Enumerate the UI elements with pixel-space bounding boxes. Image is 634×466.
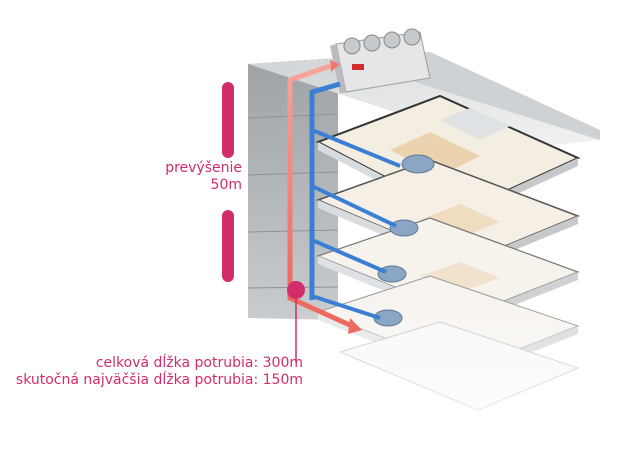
outdoor-unit-icon bbox=[330, 28, 431, 94]
floor-plates bbox=[300, 94, 600, 466]
height-label-line2: 50m bbox=[210, 177, 242, 193]
height-difference-label: prevýšenie 50m bbox=[150, 160, 242, 194]
max-actual-pipe-length: skutočná najväčšia dĺžka potrubia: 150m bbox=[15, 372, 303, 388]
pipe-origin-dot-icon bbox=[287, 281, 305, 362]
indoor-unit-icon bbox=[373, 154, 435, 327]
total-pipe-length: celková dĺžka potrubia: 300m bbox=[95, 355, 303, 371]
height-indicator bbox=[222, 82, 234, 282]
height-label-line1: prevýšenie bbox=[165, 160, 242, 176]
pipe-length-label: celková dĺžka potrubia: 300m skutočná na… bbox=[0, 355, 303, 389]
